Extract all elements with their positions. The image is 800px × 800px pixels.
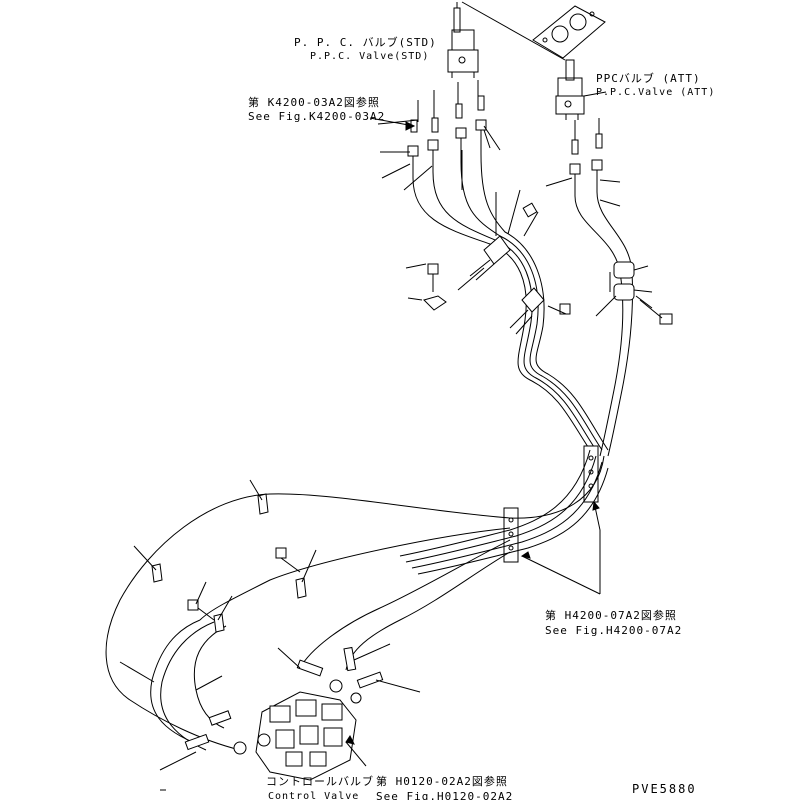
ppc-valve-std [447,2,479,78]
upper-clamps [423,202,673,325]
std-hose-bundle [412,153,609,451]
frame-clips [503,445,599,563]
ppc-valve-att-label-en: P.P.C.Valve (ATT) [596,87,716,98]
ppc-valve-std-label-en: P.P.C. Valve(STD) [310,51,430,62]
drawing-code: PVE5880 [632,782,697,796]
ppc-valve-std-label-jp: P. P. C. バルブ(STD) [294,36,437,49]
control-valve-label-jp: コントロールバルブ [266,775,374,788]
ref-h4200-label-en: See Fig.H4200-07A2 [545,624,683,637]
control-valve-label-en: Control Valve [268,791,360,800]
lower-fittings [184,646,384,751]
control-valve-body [233,679,362,781]
ref-h4200-label-jp: 第 H4200-07A2図参照 [545,609,677,622]
gasket-plate [532,5,606,59]
att-hose-bundle [574,191,634,457]
att-fittings [569,118,603,196]
leader-std-gasket [461,1,566,61]
leader-lines [119,91,653,791]
ref-h0120-label-en: See Fig.H0120-02A2 [376,790,514,800]
ref-k4200-label-en: See Fig.K4200-03A2 [248,110,386,123]
ppc-valve-att [555,59,585,120]
ref-h0120-label-jp: 第 H0120-02A2図参照 [376,775,508,788]
std-fittings [407,80,487,178]
lower-clips [151,493,307,633]
ppc-valve-att-label-jp: PPCバルブ (ATT) [596,72,701,85]
main-hose-runs [105,449,609,751]
ref-k4200-label-jp: 第 K4200-03A2図参照 [248,96,380,109]
